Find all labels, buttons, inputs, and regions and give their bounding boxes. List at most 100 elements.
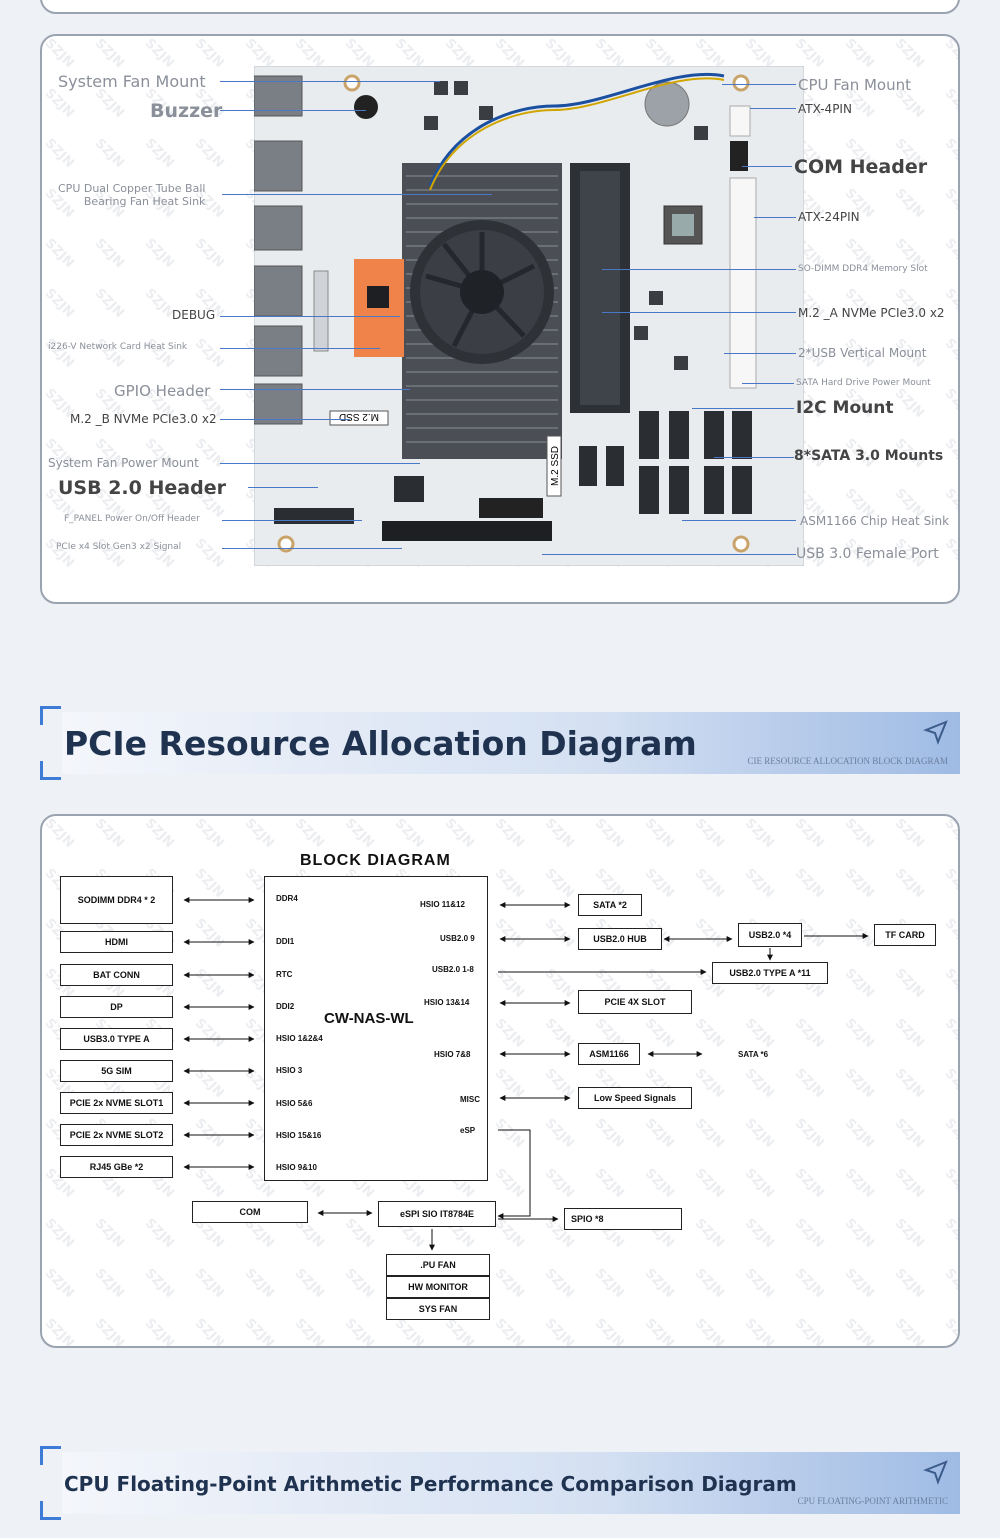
pin-label: DDI2 [276, 1002, 295, 1011]
leader-line [220, 110, 366, 111]
watermark-text: SZJN [891, 385, 927, 422]
leader-line [220, 81, 440, 82]
watermark-text: SZJN [941, 435, 958, 472]
label-cpu-cooler: CPU Dual Copper Tube Ball Bearing Fan He… [58, 182, 206, 208]
right-label-sata6: SATA *6 [738, 1050, 769, 1059]
cpu-name: CW-NAS-WL [324, 1010, 414, 1027]
pin-label: HSIO 5&6 [276, 1099, 313, 1108]
section-subtitle-cpu: CPU FLOATING-POINT ARITHMETIC [797, 1496, 948, 1506]
watermark-text: SZJN [941, 235, 958, 272]
banner-background [62, 712, 960, 774]
pin-label: DDI1 [276, 937, 295, 946]
fan-sys: SYS FAN [386, 1298, 490, 1320]
left-block-5gsim: 5G SIM [60, 1060, 173, 1082]
banner-bracket-bottom [40, 1501, 61, 1520]
bottom-block-spio: SPIO *8 [564, 1208, 682, 1230]
label-gpio: GPIO Header [114, 382, 211, 400]
left-block-nvme1: PCIE 2x NVME SLOT1 [60, 1092, 173, 1114]
watermark-text: SZJN [42, 36, 77, 72]
pin-label: USB2.0 1-8 [432, 965, 474, 974]
label-atx24: ATX-24PIN [798, 210, 860, 224]
leader-line [220, 463, 420, 464]
watermark-text: SZJN [191, 535, 227, 572]
label-buzzer: Buzzer [150, 100, 223, 122]
bottom-block-espi: eSPI SIO IT8784E [378, 1201, 496, 1227]
label-sata-power: SATA Hard Drive Power Mount [796, 378, 931, 388]
leader-line [692, 408, 794, 409]
pin-label: HSIO 3 [276, 1066, 303, 1075]
label-sata-mounts: 8*SATA 3.0 Mounts [794, 448, 944, 464]
cpu-block [264, 876, 488, 1181]
watermark-text: SZJN [141, 135, 177, 172]
watermark-text: SZJN [91, 285, 127, 322]
watermark-text: SZJN [191, 335, 227, 372]
pin-label: HSIO 1&2&4 [276, 1034, 323, 1043]
watermark-text: SZJN [941, 335, 958, 372]
label-usb2-header: USB 2.0 Header [58, 477, 226, 499]
label-fpanel: F_PANEL Power On/Off Header [64, 514, 200, 524]
pin-label: eSP [460, 1126, 476, 1135]
watermark-text: SZJN [191, 36, 227, 72]
left-block-usb3: USB3.0 TYPE A [60, 1028, 173, 1050]
right-block-usb-typea: USB2.0 TYPE A *11 [712, 962, 828, 984]
watermark-text: SZJN [941, 135, 958, 172]
leader-line [220, 389, 410, 390]
watermark-text: SZJN [941, 185, 958, 222]
right-block-pcie4x: PCIE 4X SLOT [578, 990, 692, 1014]
leader-line [220, 348, 380, 349]
label-i226: i226-V Network Card Heat Sink [48, 342, 188, 352]
left-block-hdmi: HDMI [60, 931, 173, 953]
pin-label: HSIO 11&12 [420, 900, 465, 909]
leader-line [542, 554, 796, 555]
label-system-fan-mount: System Fan Mount [58, 72, 206, 91]
pin-label: HSIO 13&14 [424, 998, 470, 1007]
m2-ssd-silk-b: M.2 SSD [339, 411, 379, 422]
m2-ssd-silk-a: M.2 SSD [550, 446, 561, 486]
right-block-low-speed: Low Speed Signals [578, 1087, 692, 1109]
right-block-sata2: SATA *2 [578, 894, 642, 916]
top-panel-remnant [40, 0, 960, 14]
pin-label: DDR4 [276, 894, 298, 903]
fan-hw-monitor: HW MONITOR [386, 1276, 490, 1298]
label-debug: DEBUG [172, 308, 216, 322]
section-banner-pcie: PCIe Resource Allocation Diagram CIE RES… [40, 706, 960, 780]
leader-line [222, 548, 402, 549]
leader-line [220, 316, 400, 317]
leader-line [602, 269, 796, 270]
motherboard-panel: SZJN SZJN SZJN SZJN SZJN SZJN SZJN SZJN SZJN SZJN… [40, 34, 960, 604]
section-subtitle-pcie: CIE RESOURCE ALLOCATION BLOCK DIAGRAM [747, 756, 948, 766]
banner-background [62, 1452, 960, 1514]
watermark-text: SZJN [42, 235, 77, 272]
bottom-block-com: COM [192, 1201, 308, 1223]
pin-label: HSIO 9&10 [276, 1163, 317, 1172]
left-block-nvme2: PCIE 2x NVME SLOT2 [60, 1124, 173, 1146]
pin-label: RTC [276, 970, 293, 979]
left-block-dp: DP [60, 996, 173, 1018]
label-sodimm: SO-DIMM DDR4 Memory Slot [798, 264, 928, 274]
leader-line [722, 84, 796, 85]
label-pcie-slot: PCIe x4 Slot Gen3 x2 Signal [56, 542, 182, 552]
label-m2b: M.2 _B NVMe PCIe3.0 x2 [70, 412, 217, 426]
watermark-text: SZJN [42, 285, 77, 322]
banner-bracket-bottom [40, 761, 61, 780]
leader-line [714, 457, 794, 458]
watermark-text: SZJN [91, 235, 127, 272]
label-usb-vertical: 2*USB Vertical Mount [798, 346, 927, 360]
watermark-text: SZJN [941, 85, 958, 122]
watermark-text: SZJN [841, 36, 877, 72]
pin-label: MISC [460, 1095, 480, 1104]
block-diagram-heading: BLOCK DIAGRAM [300, 852, 451, 869]
watermark-text: SZJN [141, 36, 177, 72]
banner-bracket-top [40, 706, 61, 725]
left-block-rj45: RJ45 GBe *2 [60, 1156, 173, 1178]
block-connectors [183, 897, 869, 1251]
leader-line [742, 166, 792, 167]
leader-line [222, 520, 362, 521]
leader-line [220, 419, 350, 420]
pin-label: USB2.0 9 [440, 934, 475, 943]
right-block-asm1166: ASM1166 [578, 1043, 640, 1065]
banner-bracket-top [40, 1446, 61, 1465]
leader-line [222, 194, 492, 195]
watermark-text: SZJN [91, 36, 127, 72]
watermark-text: SZJN [42, 85, 77, 122]
